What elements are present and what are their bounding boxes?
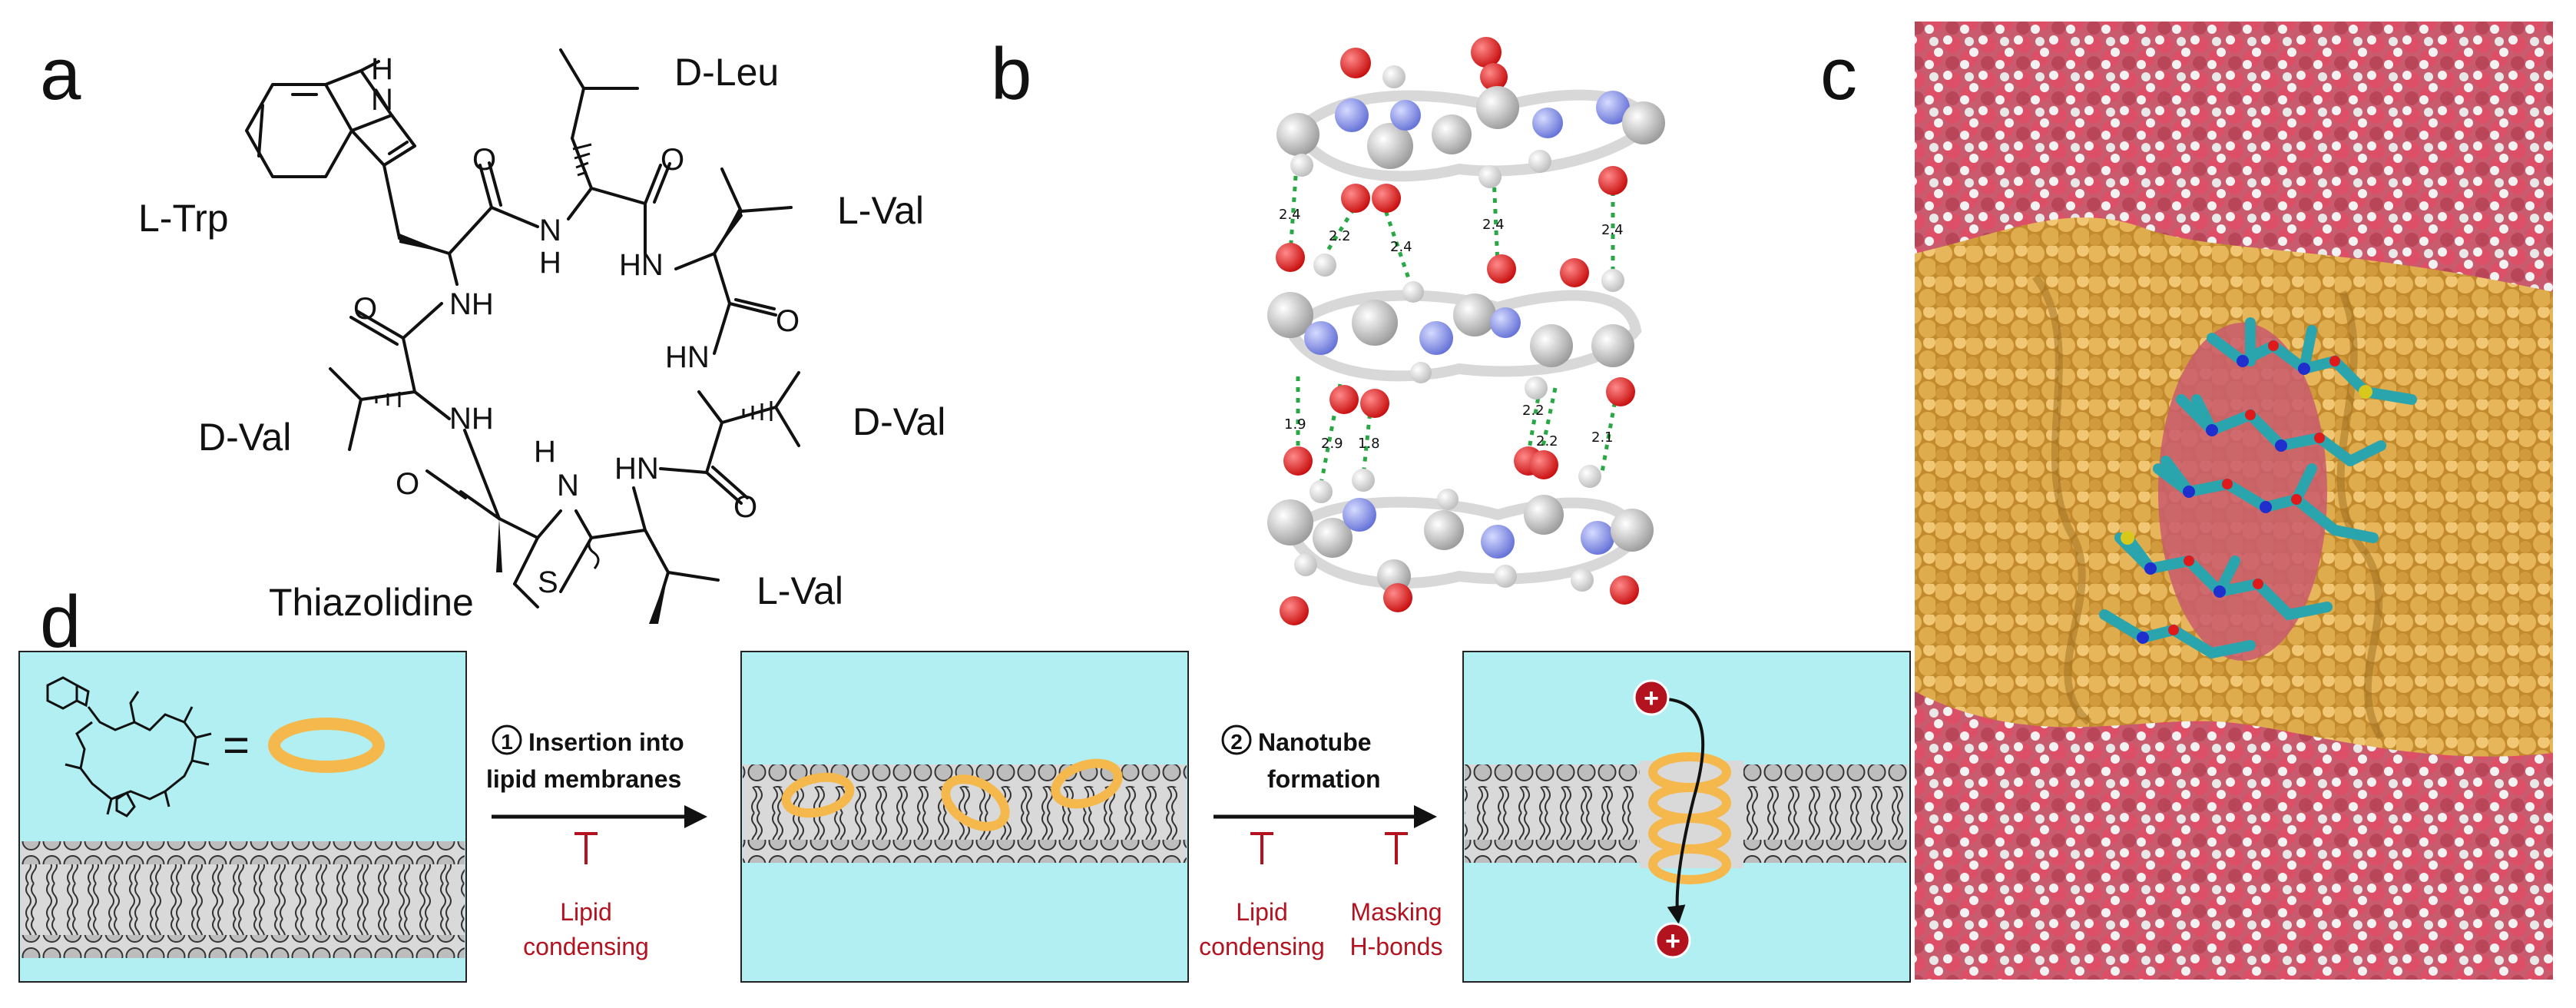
scheme-box-1 xyxy=(18,651,467,983)
panel-label-c: c xyxy=(1820,33,1857,115)
step-1-number: 1 xyxy=(501,730,513,754)
scheme-box-2 xyxy=(740,651,1189,983)
dval-left-carbonyl-o: O xyxy=(353,292,378,326)
cation-top-symbol: + xyxy=(1644,684,1659,713)
leu-amide-h: H xyxy=(539,246,561,280)
val3-hn: HN xyxy=(614,452,659,486)
ion-path-arrow xyxy=(1666,698,1705,924)
residue-label-lval-bottom: L-Val xyxy=(757,569,844,612)
step-2-label-line-2: formation xyxy=(1267,763,1381,796)
hashed-bond-leu xyxy=(572,143,592,177)
inhibitor-lipid-2-line-1: Lipid xyxy=(1236,898,1288,926)
residue-label-lval-top: L-Val xyxy=(837,189,925,232)
val1-hn: HN xyxy=(619,248,664,282)
inhibitor-lipid-1: Lipid condensing xyxy=(515,895,657,964)
inhibitor-masking: Masking H-bonds xyxy=(1336,895,1456,964)
hbond-distance-l2: 2.9 xyxy=(1321,436,1343,452)
wedge-bond-val1 xyxy=(714,207,743,254)
step-1-line-2: lipid membranes xyxy=(486,765,682,793)
step-1-label-line-2: lipid membranes xyxy=(486,763,681,796)
inhibitor-lipid-1-line-1: Lipid xyxy=(560,898,612,926)
wedge-bond-trp xyxy=(399,234,449,254)
step-1-label: Insertion into xyxy=(528,726,684,759)
inhibition-marker-1 xyxy=(574,832,598,864)
residue-label-leu: D-Leu xyxy=(674,51,780,94)
residue-label-thz: Thiazolidine xyxy=(269,581,474,624)
inhibitor-lipid-2: Lipid condensing xyxy=(1190,895,1333,964)
mini-structure-sketch xyxy=(46,676,212,817)
hbond-distance-u2: 2.2 xyxy=(1329,228,1351,244)
thz-h: H xyxy=(534,435,556,469)
trp-nh: NH xyxy=(449,287,494,321)
residue-label-dval-left: D-Val xyxy=(198,416,292,459)
residue-label-dval-right: D-Val xyxy=(853,400,946,443)
dval-right-hn: HN xyxy=(665,340,710,374)
indole-n: N xyxy=(371,83,393,117)
inhibitor-lipid-2-line-2: condensing xyxy=(1199,932,1325,960)
inhibition-marker-3 xyxy=(1385,832,1408,864)
hbond-distance-u1: 2.4 xyxy=(1279,207,1301,223)
panel-label-b: b xyxy=(991,33,1032,115)
hbond-distance-u4: 2.4 xyxy=(1482,217,1505,233)
wedge-bond-thz xyxy=(496,519,502,572)
hashed-bond-dval-right xyxy=(742,401,773,421)
inhibitor-masking-line-1: Masking xyxy=(1350,898,1442,926)
cation-bottom xyxy=(1654,922,1691,959)
inhibition-marker-2 xyxy=(1250,832,1273,864)
panel-label-a: a xyxy=(40,33,81,115)
ring-symbol xyxy=(268,718,385,773)
inhibitor-masking-line-2: H-bonds xyxy=(1349,932,1443,960)
thz-carbonyl-o: O xyxy=(396,467,420,501)
cation-top xyxy=(1633,679,1670,716)
leu-carbonyl-o: O xyxy=(661,143,685,177)
step-1-line-1: Insertion into xyxy=(528,728,684,756)
val1-carbonyl-o: O xyxy=(776,304,800,338)
step-2-number-circle xyxy=(1221,724,1252,755)
hbond-distance-l1: 1.9 xyxy=(1284,416,1306,433)
wavy-bond-thz xyxy=(588,537,600,569)
equals-sign: = xyxy=(223,719,250,771)
hbond-distance-l3: 1.8 xyxy=(1358,436,1380,452)
thz-n: N xyxy=(557,469,579,502)
step-2-label: Nanotube xyxy=(1258,726,1372,759)
step-2-line-1: Nanotube xyxy=(1258,728,1372,756)
step-2-number: 2 xyxy=(1230,730,1243,754)
wedge-bond-val3 xyxy=(649,572,668,624)
step-1-number-circle xyxy=(492,724,522,755)
dval-left-nh: NH xyxy=(449,402,494,436)
leu-amide-n: N xyxy=(539,214,561,247)
hbond-distance-u5: 2.4 xyxy=(1601,222,1624,238)
trp-carbonyl-o: O xyxy=(472,143,497,177)
indole-h: H xyxy=(371,52,393,86)
thz-s: S xyxy=(538,565,558,599)
hbond-distance-l6: 2.1 xyxy=(1591,429,1614,446)
hbond-distance-l5: 2.2 xyxy=(1536,433,1558,449)
residue-label-trp: L-Trp xyxy=(138,197,229,240)
inhibitor-lipid-1-line-2: condensing xyxy=(523,932,649,960)
hashed-bond-dval-left xyxy=(375,392,401,407)
hbond-distance-l4: 2.2 xyxy=(1522,403,1545,419)
hbond-distance-u3: 2.4 xyxy=(1390,239,1412,255)
cation-bottom-symbol: + xyxy=(1665,927,1680,956)
scheme-box-3: + + xyxy=(1462,651,1911,983)
dval-right-carbonyl-o: O xyxy=(733,490,758,524)
step-2-line-2: formation xyxy=(1267,765,1381,793)
panel-label-d: d xyxy=(40,581,81,663)
